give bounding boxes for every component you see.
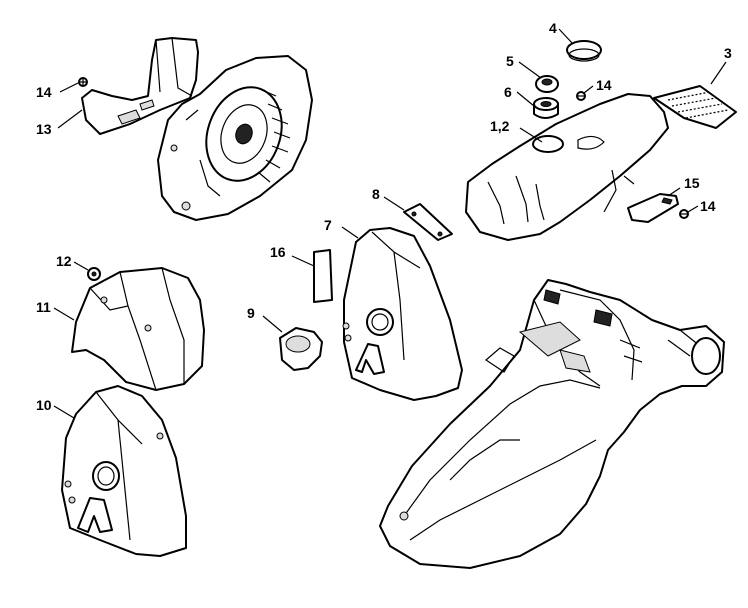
callout-8: 8 [372,186,380,202]
part-8-plate [403,203,453,241]
screw-14-mid [576,91,586,101]
callout-12: 12 [56,253,72,269]
callouts: 14 13 4 5 14 6 3 1,2 8 15 14 7 16 12 11 … [36,20,732,413]
part-10-side-cover [61,385,187,557]
part-7-side-cover [342,227,463,401]
leader-lines [53,28,727,419]
part-9-knob [279,327,323,371]
callout-14-left: 14 [36,84,52,100]
callout-16: 16 [270,244,286,260]
callout-9: 9 [247,305,255,321]
screw-14-right [679,209,689,219]
callout-14-right: 14 [700,198,716,214]
callout-11: 11 [36,299,51,315]
part-4-plug [566,40,602,62]
callout-3: 3 [724,45,732,61]
part-11-cap [71,267,205,391]
callout-6: 6 [504,84,512,100]
part-3-filter-mat [653,85,737,129]
fan-housing [157,55,313,221]
part-5-grommet [535,75,559,93]
callout-7: 7 [324,217,332,233]
callout-5: 5 [506,53,514,69]
callout-13: 13 [36,121,52,137]
part-12-nut [87,267,101,281]
callout-15: 15 [684,175,700,191]
part-15-latch [627,193,679,223]
callout-4: 4 [549,20,557,36]
screw-14-left [78,77,88,87]
part-1-2-shroud [465,93,669,241]
part-6-sleeve [533,97,559,119]
crankcase-handle [379,279,725,569]
part-13-shroud [81,37,199,135]
callout-1-2: 1,2 [490,118,510,134]
part-16-label [313,249,333,303]
callout-10: 10 [36,397,52,413]
callout-14-mid: 14 [596,77,612,93]
